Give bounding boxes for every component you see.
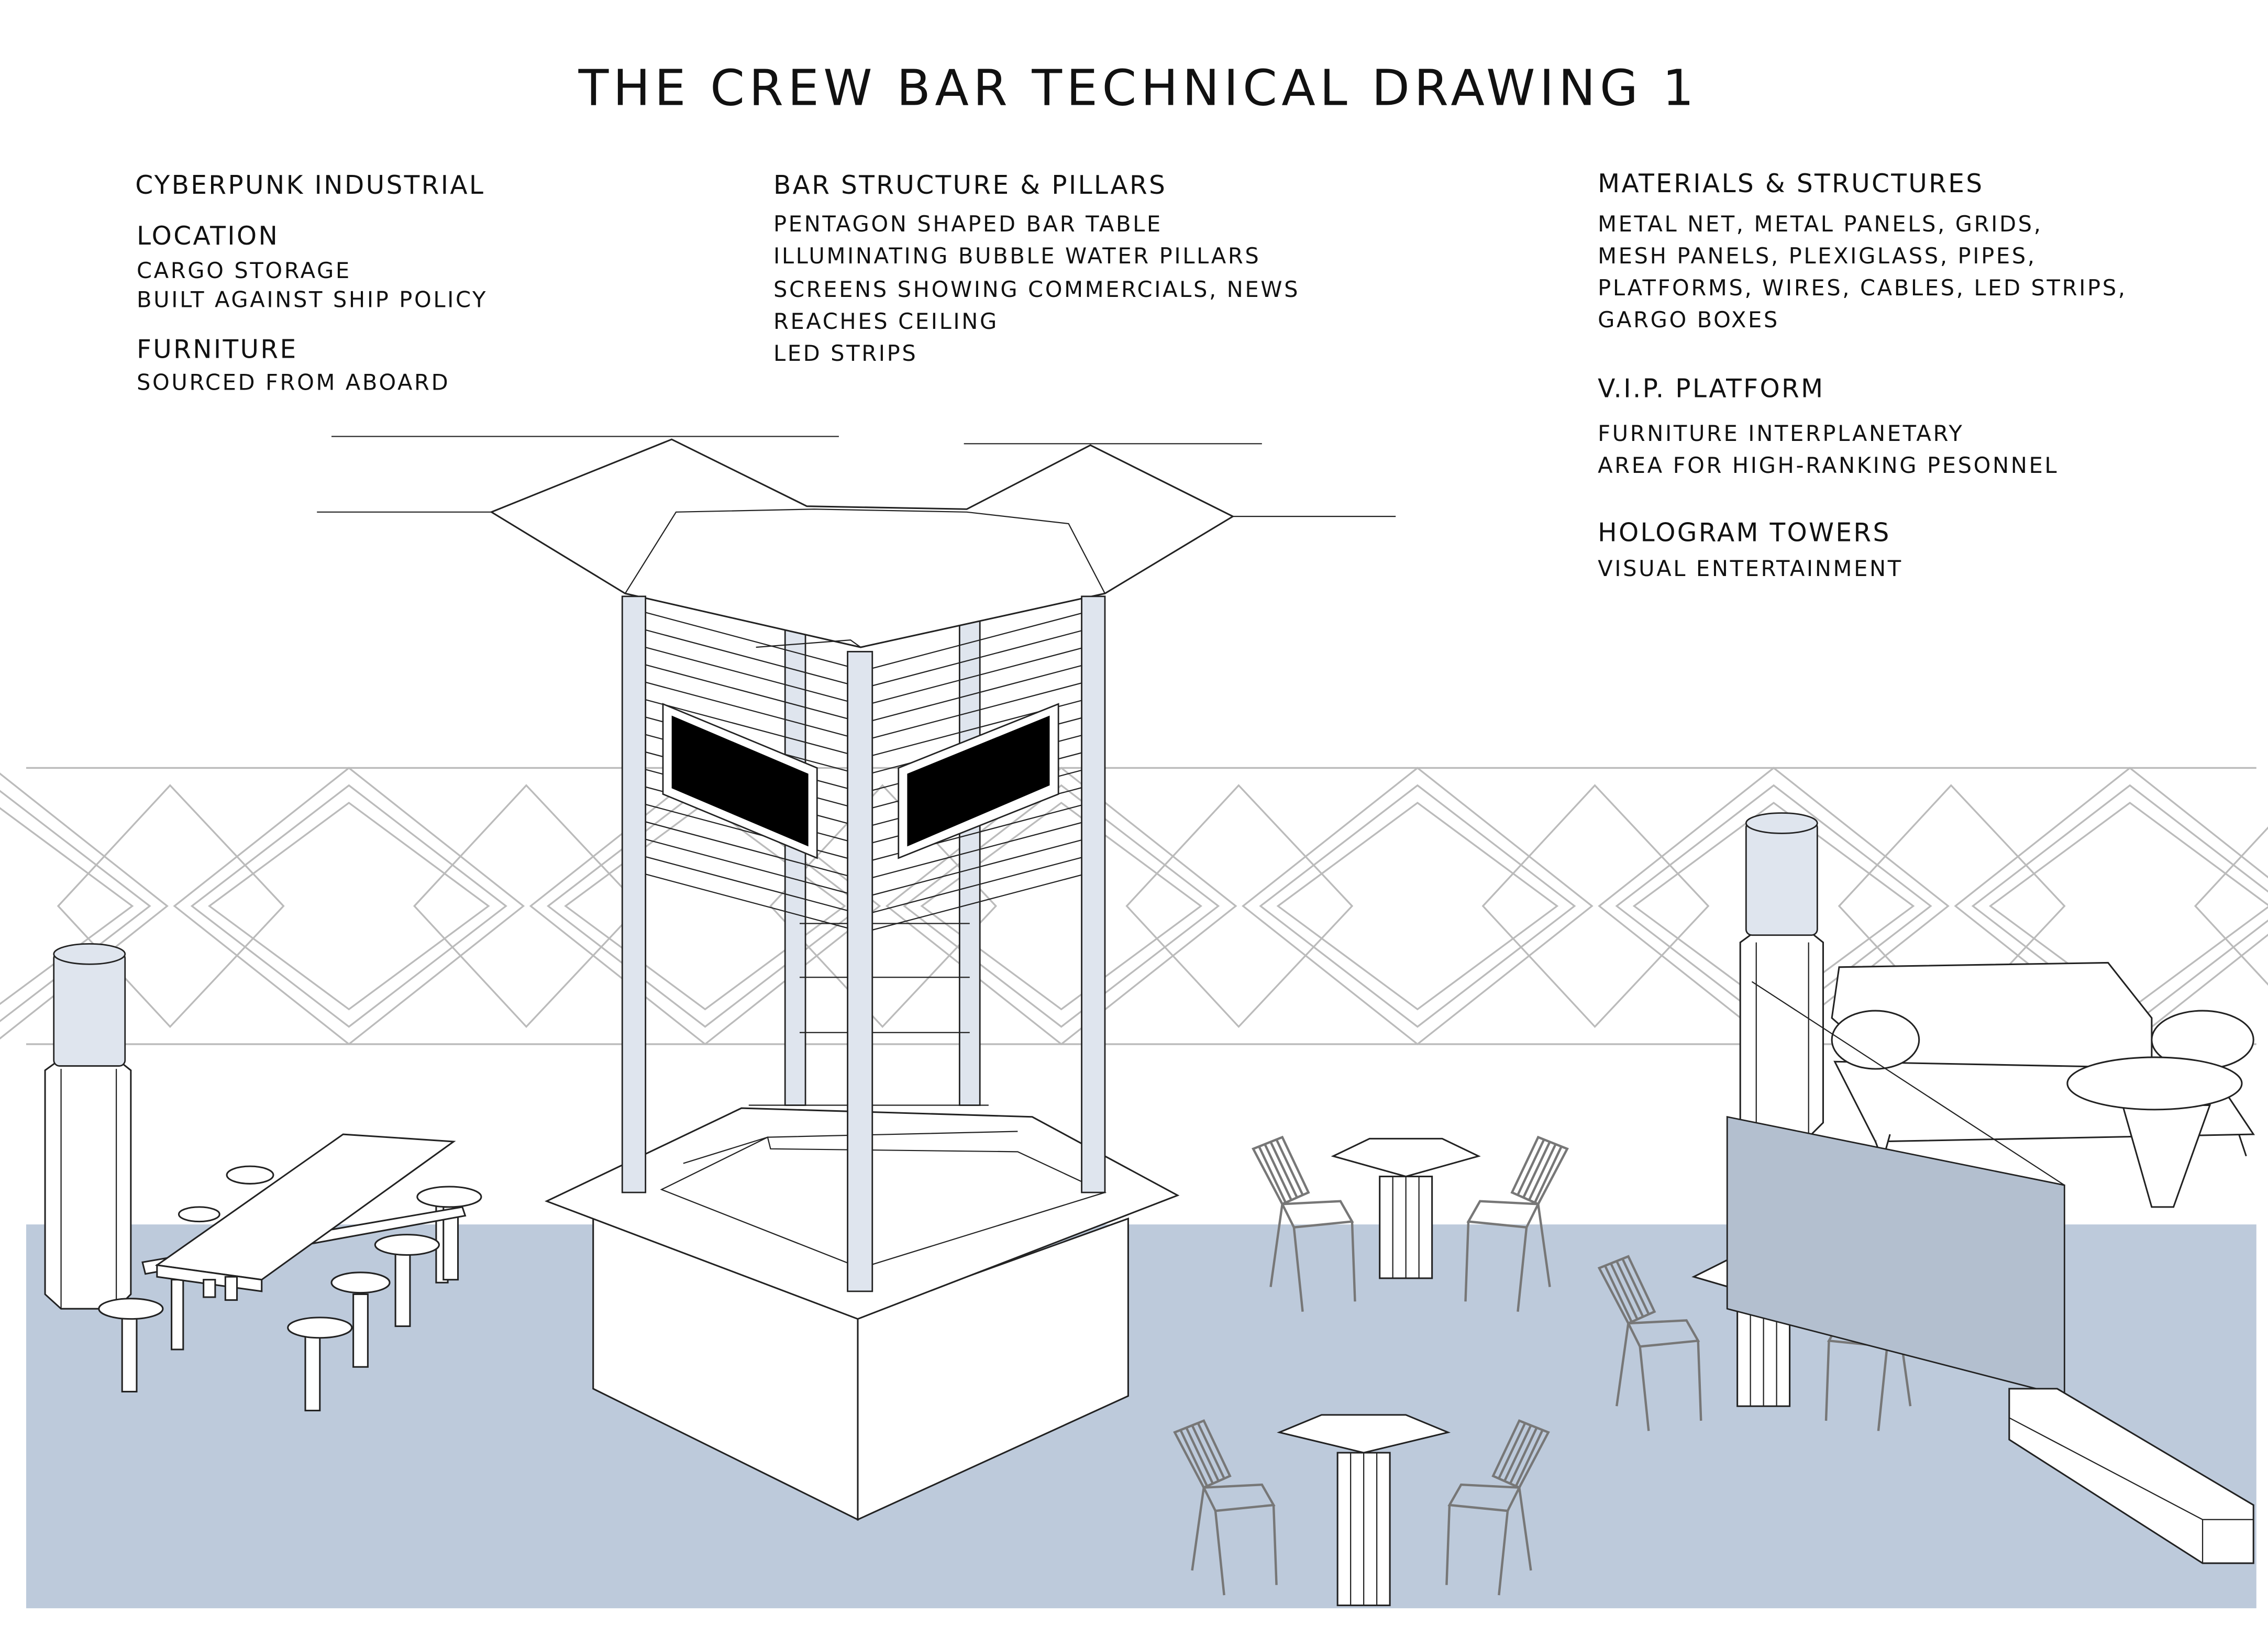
- louver-slat: [639, 662, 858, 722]
- louver-slat: [639, 837, 858, 897]
- bar-tower: [489, 438, 1235, 1521]
- louver-slat: [869, 820, 1091, 879]
- location-heading: LOCATION: [137, 222, 279, 251]
- louver-slat: [869, 872, 1091, 932]
- louver-slat: [869, 680, 1091, 739]
- pentagon-cafe-table: [1277, 1414, 1451, 1607]
- materials-line: PLATFORMS, WIRES, CABLES, LED STRIPS,: [1598, 275, 2127, 301]
- roof-canopy: [489, 438, 1235, 648]
- lattice-diamond: [769, 784, 998, 1028]
- cafe-chair: [1597, 1255, 1702, 1431]
- picnic-table: [98, 1133, 482, 1412]
- hologram-tower-left: [44, 943, 132, 1310]
- louver-slat: [639, 645, 858, 705]
- materials-line: GARGO BOXES: [1598, 307, 1779, 333]
- lattice-diamond: [1481, 784, 1710, 1028]
- louver-slat: [869, 627, 1091, 688]
- lattice-diamond: [1259, 784, 1576, 1028]
- lattice-diamond: [529, 767, 881, 1046]
- screen-left-display: [671, 715, 809, 847]
- lattice-diamond: [207, 801, 490, 1011]
- lattice-diamond: [2194, 826, 2268, 986]
- leader-lines: [317, 436, 1396, 517]
- vip-line: AREA FOR HIGH-RANKING PESONNEL: [1598, 452, 2059, 478]
- front-pillar: [847, 650, 873, 1292]
- louver-slat: [869, 662, 1091, 722]
- vip-platform: [1726, 961, 2255, 1564]
- lattice-diamond: [57, 784, 285, 1028]
- louver-slat: [869, 645, 1091, 705]
- materials-line: MESH PANELS, PLEXIGLASS, PIPES,: [1598, 243, 2036, 269]
- vip-side-table: [2121, 1104, 2211, 1208]
- bar-line: REACHES CEILING: [773, 308, 999, 334]
- lattice-diamond: [885, 767, 1237, 1046]
- bar-line: PENTAGON SHAPED BAR TABLE: [773, 211, 1163, 237]
- cafe-chair: [1445, 1419, 1550, 1596]
- lattice-diamond: [1242, 767, 1594, 1046]
- bar-line: ILLUMINATING BUBBLE WATER PILLARS: [773, 243, 1260, 269]
- hologram-tower-right: [1739, 812, 1824, 1138]
- style-heading: CYBERPUNK INDUSTRIAL: [135, 171, 485, 200]
- drawing-title: THE CREW BAR TECHNICAL DRAWING 1: [578, 59, 1698, 117]
- lattice-diamond: [413, 784, 641, 1028]
- cafe-chair: [1173, 1419, 1278, 1596]
- pentagon-cafe-table: [1331, 1137, 1481, 1279]
- louver-slat: [639, 854, 858, 914]
- bar-counter-front-right: [857, 1217, 1129, 1521]
- louver-slat: [639, 698, 858, 757]
- furniture-heading: FURNITURE: [137, 335, 298, 364]
- materials-heading: MATERIALS & STRUCTURES: [1598, 169, 1984, 198]
- bar-line: SCREENS SHOWING COMMERCIALS, NEWS: [773, 276, 1300, 302]
- vip-line: FURNITURE INTERPLANETARY: [1598, 421, 1964, 446]
- right-notes: MATERIALS & STRUCTURES METAL NET, METAL …: [1598, 169, 2127, 581]
- lattice-diamond: [190, 784, 507, 1028]
- bar-line: LED STRIPS: [773, 340, 917, 366]
- cafe-chair: [1464, 1135, 1569, 1312]
- hologram-line: VISUAL ENTERTAINMENT: [1598, 556, 1903, 581]
- front-pillar: [621, 595, 647, 1193]
- screen-right-display: [907, 715, 1050, 847]
- louver-slat: [639, 820, 858, 879]
- louver-slat: [639, 680, 858, 739]
- lattice-diamond: [903, 784, 1220, 1028]
- bar-structure-heading: BAR STRUCTURE & PILLARS: [773, 171, 1167, 200]
- louver-slat: [869, 610, 1091, 670]
- cafe-chair: [1252, 1135, 1356, 1312]
- front-pillar: [1081, 595, 1106, 1193]
- left-notes: CYBERPUNK INDUSTRIAL LOCATION CARGO STOR…: [135, 171, 488, 395]
- vip-steps: [2008, 1388, 2254, 1564]
- lattice-diamond: [0, 790, 151, 1023]
- lattice-diamond: [0, 807, 134, 1005]
- louver-slat: [639, 802, 858, 862]
- location-line: CARGO STORAGE: [137, 258, 351, 283]
- materials-line: METAL NET, METAL PANELS, GRIDS,: [1598, 211, 2042, 237]
- louver-slat: [639, 627, 858, 688]
- hologram-heading: HOLOGRAM TOWERS: [1598, 518, 1891, 547]
- middle-notes: BAR STRUCTURE & PILLARS PENTAGON SHAPED …: [773, 171, 1300, 366]
- furniture-line: SOURCED FROM ABOARD: [137, 370, 450, 395]
- louver-slat: [639, 872, 858, 932]
- vip-heading: V.I.P. PLATFORM: [1598, 374, 1824, 403]
- louver-slat: [639, 610, 858, 670]
- lattice-diamond: [1276, 801, 1559, 1011]
- louver-slat: [869, 854, 1091, 914]
- lattice-diamond: [173, 767, 525, 1046]
- lattice-diamond: [0, 772, 169, 1040]
- louver-slat: [869, 837, 1091, 897]
- location-line: BUILT AGAINST SHIP POLICY: [137, 286, 488, 312]
- lattice-diamond: [1125, 784, 1354, 1028]
